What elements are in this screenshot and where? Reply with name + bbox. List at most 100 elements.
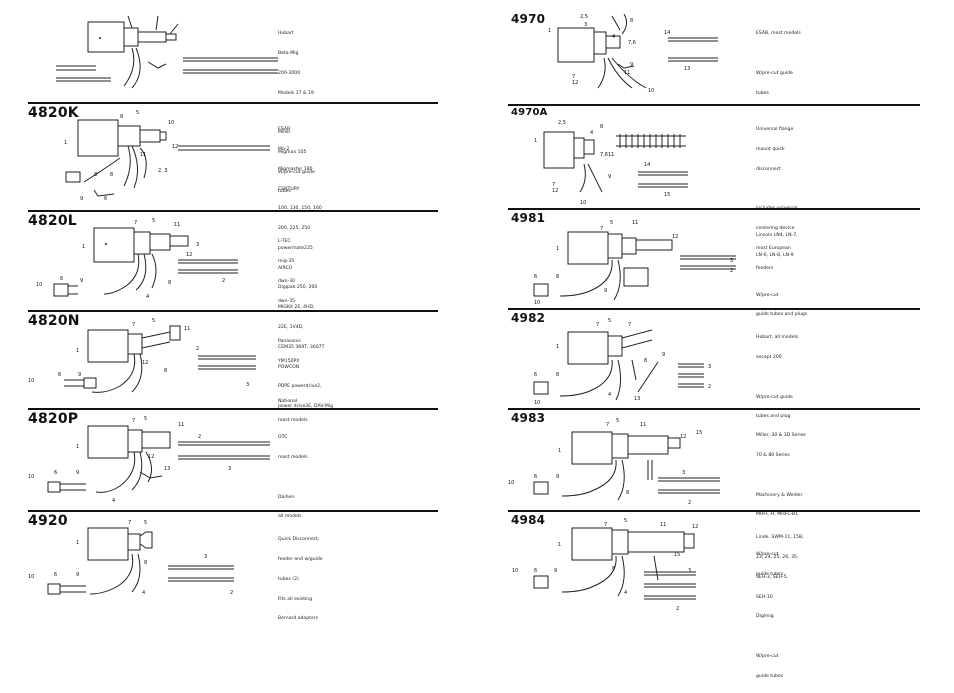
callout-label: 8	[144, 560, 147, 566]
callout-label: 5	[616, 418, 619, 424]
callout-label: 11	[660, 522, 666, 528]
callout-label: 7	[600, 226, 603, 232]
callout-label: 8	[612, 566, 615, 572]
desc-line: except 200	[756, 354, 782, 360]
callout-label: 7,6	[600, 152, 608, 158]
section-divider	[508, 104, 920, 106]
part-drawing: 5 7 7 1 8 3 6 8 2 9 10 4 13	[508, 318, 711, 406]
callout-label: 5	[624, 518, 627, 524]
product-section-4920: 4920 7 5 1 8 3 10 6 9 4 2	[28, 510, 438, 621]
callout-label: 2,5	[580, 14, 588, 20]
desc-line: W/pre-cut	[756, 551, 779, 557]
compatibility-text: ESAB Mo-2 Migmaster 180 CENTURY 100, 130…	[278, 114, 333, 424]
desc-line: feeders	[756, 265, 774, 271]
part-drawing: 7 5 11 2 1 12 13 3 10 6 9 4	[28, 416, 268, 504]
callout-label: 11	[632, 220, 638, 226]
section-divider	[28, 510, 438, 512]
callout-label: 1	[556, 246, 559, 252]
callout-label: 3	[204, 554, 207, 560]
callout-label: 12	[142, 360, 148, 366]
part-drawing: 5 11 7 12 1 3 2 6 8 9 10	[508, 220, 738, 306]
part-drawing: 2,5 8 1 3 4 7,6 14 7 12 11 9 13 10	[548, 8, 738, 94]
desc-line: Beta-Mig	[278, 50, 299, 56]
part-drawing: 7 5 11 12 3 1 2 8 10 6 9 4	[36, 218, 268, 300]
callout-label: 3	[196, 242, 199, 248]
desc-line: tubes	[278, 189, 291, 195]
callout-label: 8	[120, 114, 123, 120]
callout-label: 11	[184, 326, 190, 332]
part-number: 4920	[28, 513, 68, 529]
part-drawing: 2,5 8 4 1 7,6 11 14 7 12 9 15 10	[534, 120, 738, 206]
section-divider	[508, 208, 920, 210]
callout-label: 9	[76, 572, 79, 578]
callout-label: 8	[644, 358, 647, 364]
callout-label: 7	[596, 322, 599, 328]
callout-label: 9	[80, 278, 83, 284]
desc-line: YM150PX	[278, 358, 300, 364]
callout-label: 6	[534, 568, 537, 574]
callout-label: 10	[512, 568, 518, 574]
section-divider	[508, 308, 920, 310]
desc-line: mig-35	[278, 258, 295, 264]
callout-label: 9	[604, 288, 607, 294]
desc-line: most models	[278, 454, 308, 460]
callout-label: 7	[572, 74, 575, 80]
callout-label: 4	[590, 130, 593, 136]
callout-label: 2	[708, 384, 711, 390]
callout-label: 8	[556, 372, 559, 378]
callout-label: 1	[558, 542, 561, 548]
callout-label: 4	[612, 34, 615, 40]
desc-line: SEH-10	[756, 594, 773, 600]
callout-label: 3	[708, 364, 711, 370]
product-section-4970: 4970 2,5 8 1 3 4 7,6 14 7 12 11	[508, 8, 920, 104]
part-drawing: 7 5 11 2 1 12 3 10 6 9 8	[28, 318, 268, 408]
callout-label: 3	[246, 382, 249, 388]
compatibility-text: Lincoln LN4, LN-7, LN-6, LN-8, LN-9 W/pr…	[756, 220, 807, 332]
desc-line: ESAB, most models	[756, 31, 801, 37]
part-number: 4982	[511, 311, 546, 325]
callout-label: 5	[152, 218, 155, 224]
desc-line: L-TEC	[278, 239, 291, 245]
callout-label: 6	[104, 196, 107, 202]
callout-label: 7	[132, 322, 135, 328]
desc-line: Digimig	[756, 614, 774, 620]
callout-label: 6	[534, 274, 537, 280]
callout-label: 5	[608, 318, 611, 324]
callout-label: 4	[142, 590, 145, 596]
desc-line: SEH-3, SEH-5,	[756, 574, 789, 580]
desc-line	[756, 273, 807, 280]
callout-label: 12	[148, 454, 154, 460]
callout-label: 10	[580, 200, 586, 206]
desc-line: ESAB	[278, 127, 291, 133]
callout-label: 12	[172, 144, 178, 150]
callout-label: 9	[608, 174, 611, 180]
compatibility-text: Hobart Beta-Mig 200-3000 Models 17 & 19 …	[278, 18, 315, 209]
callout-label: 11	[640, 422, 646, 428]
section-divider	[28, 408, 438, 410]
callout-label: 8	[164, 368, 167, 374]
desc-line: Hobart, all models	[756, 335, 799, 341]
callout-label: 2	[230, 590, 233, 596]
desc-line: 100, 130, 150, 160	[278, 206, 322, 212]
compatibility-text: Panasonic YM150PX National most models	[278, 326, 308, 438]
desc-line: Machinery & Welder	[756, 492, 803, 498]
callout-label: 13	[634, 396, 640, 402]
desc-line: Models 17 & 19	[278, 90, 314, 96]
callout-label: 13	[684, 66, 690, 72]
callout-label: 5	[136, 110, 139, 116]
desc-line: Bernard adapters	[278, 616, 319, 622]
callout-label: 12	[692, 524, 698, 530]
callout-label: 7	[604, 522, 607, 528]
callout-label: 3	[584, 22, 587, 28]
callout-label: 2	[196, 346, 199, 352]
section-divider	[28, 210, 438, 212]
product-section-4983: 4983 5 11 7 12 15 1 3 10 6 9	[508, 408, 920, 577]
callout-label: 14	[644, 162, 650, 168]
desc-line	[278, 475, 308, 482]
desc-line: guide tubes	[756, 571, 784, 577]
compatibility-text: Quick Disconnect, feeder end w/guide tub…	[278, 524, 323, 636]
callout-label: 1	[82, 244, 85, 250]
part-number: 4970A	[511, 107, 548, 118]
callout-label: 3	[730, 258, 733, 264]
desc-line: tubes	[756, 90, 769, 96]
